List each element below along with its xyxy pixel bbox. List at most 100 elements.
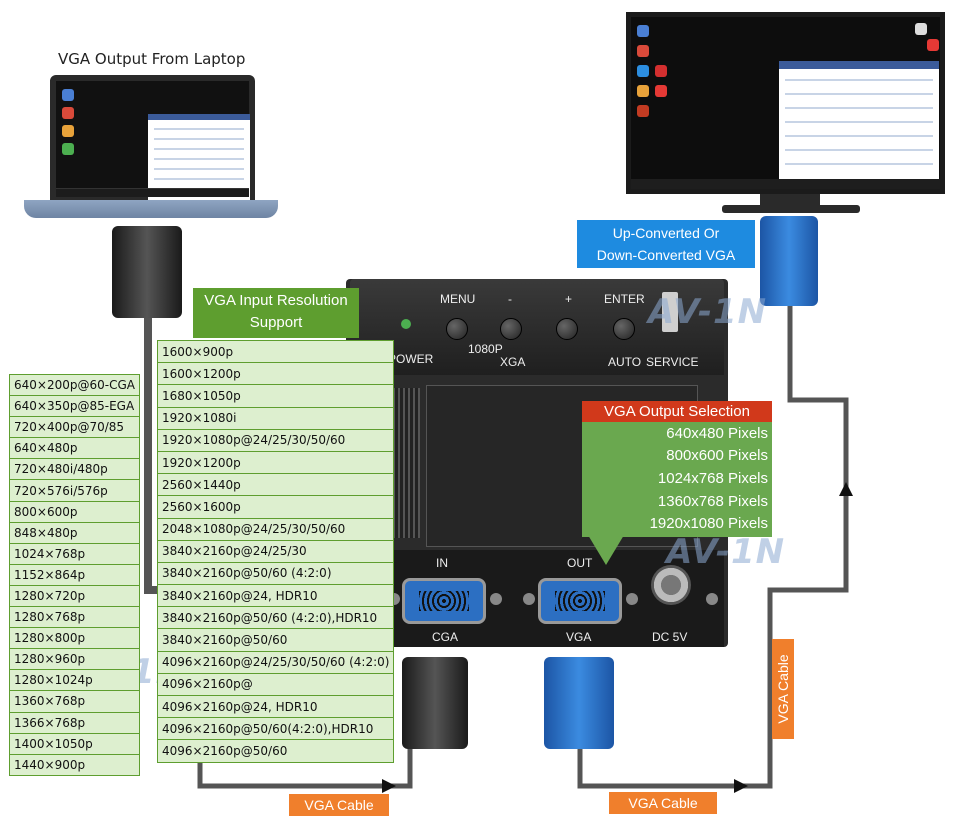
monitor-vga-connector: [760, 216, 818, 306]
resolution-row: 3840×2160p@24, HDR10: [156, 584, 395, 608]
screw-icon: [626, 593, 638, 605]
monitor-taskbar: [631, 179, 940, 189]
monitor-screen: [626, 12, 945, 194]
resolution-cell: 3840×2160p@24/25/30: [156, 539, 395, 563]
resolution-row: 1440×900p: [9, 753, 140, 776]
resolution-cell: 1440×900p: [9, 753, 140, 776]
resolution-row: 1280×800p: [9, 627, 140, 650]
resolution-cell: 1600×1200p: [156, 362, 395, 386]
enter-button[interactable]: [613, 318, 635, 340]
laptop-taskbar: [56, 188, 249, 197]
resolution-row: 4096×2160p@50/60: [156, 739, 395, 763]
arrow-right-icon: [734, 779, 748, 793]
dc-label: DC 5V: [652, 630, 688, 644]
dc-power-jack[interactable]: [651, 565, 691, 605]
vga-label: VGA: [566, 630, 592, 644]
resolution-row: 720×400p@70/85: [9, 416, 140, 439]
converted-line-2: Down-Converted VGA: [596, 247, 736, 263]
1080p-label: 1080P: [468, 342, 503, 356]
resolution-row: 3840×2160p@50/60: [156, 628, 395, 652]
resolution-row: 720×576i/576p: [9, 479, 140, 502]
plus-button[interactable]: [556, 318, 578, 340]
resolution-cell: 1280×800p: [9, 627, 140, 650]
desktop-icon: [637, 105, 649, 117]
converted-vga-label: Up-Converted Or Down-Converted VGA: [577, 220, 755, 268]
screw-icon: [706, 593, 718, 605]
input-support-title-line-1: VGA Input Resolution: [204, 292, 348, 309]
desktop-icon: [62, 107, 74, 119]
resolution-cell: 1280×720p: [9, 584, 140, 608]
resolution-row: 1360×768p: [9, 690, 140, 713]
screw-icon: [490, 593, 502, 605]
cga-label: CGA: [432, 630, 459, 644]
converted-line-1: Up-Converted Or: [612, 225, 720, 241]
resolution-row: 1280×960p: [9, 648, 140, 671]
input-support-title: VGA Input Resolution Support: [193, 288, 359, 338]
cga-in-port[interactable]: [402, 578, 486, 624]
output-selection-title: VGA Output Selection: [582, 401, 772, 422]
enter-label: ENTER: [604, 292, 645, 306]
resolution-row: 1280×1024p: [9, 669, 140, 692]
resolution-cell: 1920×1080p@24/25/30/50/60: [156, 428, 395, 452]
resolution-cell: 1280×768p: [9, 606, 140, 629]
resolution-cell: 2048×1080p@24/25/30/50/60: [156, 517, 395, 541]
resolution-cell: 3840×2160p@50/60 (4:2:0),HDR10: [156, 606, 395, 630]
resolution-row: 1600×1200p: [156, 362, 395, 386]
out-label: OUT: [567, 556, 593, 570]
resolution-cell: 640×480p: [9, 437, 140, 460]
laptop-base: [24, 200, 278, 218]
resolution-row: 1680×1050p: [156, 384, 395, 408]
resolution-row: 3840×2160p@50/60 (4:2:0),HDR10: [156, 606, 395, 630]
resolution-row: 720×480i/480p: [9, 458, 140, 481]
usb-port: [662, 292, 678, 332]
cga-cable-connector: [402, 657, 468, 749]
output-option: 1024x768 Pixels: [657, 470, 768, 487]
desktop-icon: [915, 23, 927, 35]
power-label: POWER: [388, 352, 434, 366]
resolution-cell: 848×480p: [9, 521, 140, 544]
resolution-cell: 2560×1600p: [156, 495, 395, 519]
output-option: 640x480 Pixels: [666, 425, 768, 442]
monitor-app-window: [779, 61, 939, 185]
vga-out-port[interactable]: [538, 578, 622, 624]
resolution-cell: 1366×768p: [9, 711, 140, 734]
menu-button[interactable]: [446, 318, 468, 340]
resolution-cell: 720×480i/480p: [9, 458, 140, 481]
plus-label: +: [565, 292, 573, 306]
resolution-row: 640×200p@60-CGA: [9, 373, 140, 397]
laptop-cable: [144, 318, 160, 594]
resolution-row: 1920×1080i: [156, 406, 395, 430]
resolution-cell: 1152×864p: [9, 563, 140, 586]
in-label: IN: [436, 556, 448, 570]
resolution-row: 640×480p: [9, 437, 140, 460]
resolution-cell: 4096×2160p@24/25/30/50/60 (4:2:0): [156, 650, 395, 674]
desktop-icon: [62, 125, 74, 137]
watermark: AV-1N: [648, 292, 768, 332]
minus-button[interactable]: [500, 318, 522, 340]
desktop-icon: [62, 143, 74, 155]
resolution-row: 1280×768p: [9, 606, 140, 629]
resolution-row: 1920×1200p: [156, 450, 395, 475]
desktop-icon: [637, 45, 649, 57]
resolution-cell: 720×576i/576p: [9, 479, 140, 502]
input-cable: [197, 740, 413, 789]
laptop-vga-connector: [112, 226, 182, 318]
resolution-row: 4096×2160p@24, HDR10: [156, 694, 395, 719]
resolution-cell: 640×350p@85-EGA: [9, 395, 140, 418]
output-selection-list: 640x480 Pixels 800x600 Pixels 1024x768 P…: [582, 422, 772, 537]
resolution-cell: 1600×900p: [156, 339, 395, 364]
watermark: AV-1N: [666, 532, 786, 572]
arrow-right-icon: [382, 779, 396, 793]
device-control-panel: [350, 279, 724, 375]
resolution-row: 3840×2160p@24/25/30: [156, 539, 395, 563]
resolution-row: 2048×1080p@24/25/30/50/60: [156, 517, 395, 541]
resolution-cell: 4096×2160p@50/60(4:2:0),HDR10: [156, 717, 395, 741]
resolution-cell: 1360×768p: [9, 690, 140, 713]
resolution-cell: 1680×1050p: [156, 384, 395, 408]
output-callout-pointer: [588, 535, 624, 565]
desktop-icon: [655, 85, 667, 97]
minus-label: -: [508, 292, 512, 306]
resolution-row: 4096×2160p@50/60(4:2:0),HDR10: [156, 717, 395, 741]
